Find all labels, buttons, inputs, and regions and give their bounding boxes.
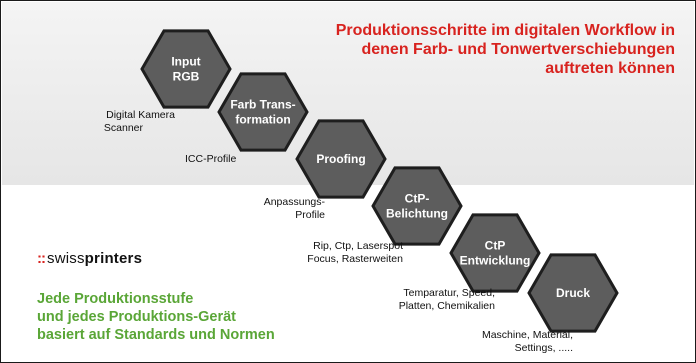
hexagon-ctp-belichtung (371, 166, 463, 246)
logo-dots: :: (37, 250, 46, 267)
annotation-ctp-exposure-line-2: Focus, Rasterweiten (307, 253, 403, 265)
annotation-ctp-development: Temparatur, Speed, Platten, Chemikalien (385, 287, 495, 313)
swissprinters-logo: ::swissprinters (37, 250, 142, 267)
hex-label-input-rgb-1: Input (171, 55, 200, 69)
annotation-input-line-1: Digital Kamera (106, 109, 175, 121)
annotation-proofing: Anpassungs- Profile (253, 196, 325, 222)
hex-label-ctp-belichtung-2: Belichtung (386, 207, 448, 221)
annotation-ctp-exposure-line-1: Rip, Ctp, Laserspot (313, 240, 403, 252)
annotation-proofing-line-1: Anpassungs- (263, 196, 325, 208)
hex-label-ctp-entwicklung-1: CtP (485, 239, 506, 253)
logo-prefix: swiss (47, 250, 85, 267)
hexagon-ctp-entwicklung (449, 213, 541, 293)
hex-label-input-rgb-2: RGB (173, 70, 200, 84)
statement-line-3: basiert auf Standards und Normen (37, 327, 275, 343)
annotation-input-line-2: Scanner (103, 122, 143, 134)
statement-line-2: und jedes Produktions-Gerät (37, 309, 236, 325)
annotation-print: Maschine, Material, Settings, ..... (463, 329, 573, 355)
hexagon-input-rgb (140, 29, 232, 109)
hex-label-farb-transformation-1: Farb Trans- (230, 98, 295, 112)
title-line-3: auftreten können (545, 60, 675, 77)
annotation-print-line-2: Settings, ..... (514, 342, 573, 354)
annotation-print-line-1: Maschine, Material, (481, 329, 573, 341)
statement-line-1: Jede Produktionsstufe (37, 291, 194, 307)
standards-statement: Jede Produktionsstufe und jedes Produkti… (37, 290, 275, 344)
annotation-transform-line-1: ICC-Profile (185, 153, 237, 165)
title-line-1: Produktionsschritte im digitalen Workflo… (335, 22, 675, 39)
slide-title: Produktionsschritte im digitalen Workflo… (255, 21, 675, 78)
hex-label-farb-transformation-2: formation (235, 113, 290, 127)
annotation-transform: ICC-Profile (185, 153, 236, 166)
hex-label-ctp-belichtung-1: CtP- (405, 192, 430, 206)
annotation-input: Digital Kamera Scanner (85, 109, 175, 135)
hex-label-proofing-1: Proofing (316, 152, 365, 166)
title-line-2: denen Farb- und Tonwertverschiebungen (361, 41, 675, 58)
annotation-proofing-line-2: Profile (295, 209, 325, 221)
logo-bold: printers (84, 250, 143, 267)
annotation-ctp-exposure: Rip, Ctp, Laserspot Focus, Rasterweiten (291, 240, 403, 266)
annotation-ctp-development-line-1: Temparatur, Speed, (403, 287, 495, 299)
hex-label-ctp-entwicklung-2: Entwicklung (460, 254, 531, 268)
annotation-ctp-development-line-2: Platten, Chemikalien (398, 300, 495, 312)
hexagon-proofing (295, 119, 387, 199)
hexagon-farb-transformation (217, 72, 309, 152)
hex-label-druck-1: Druck (556, 286, 590, 300)
hexagon-druck (527, 253, 619, 333)
